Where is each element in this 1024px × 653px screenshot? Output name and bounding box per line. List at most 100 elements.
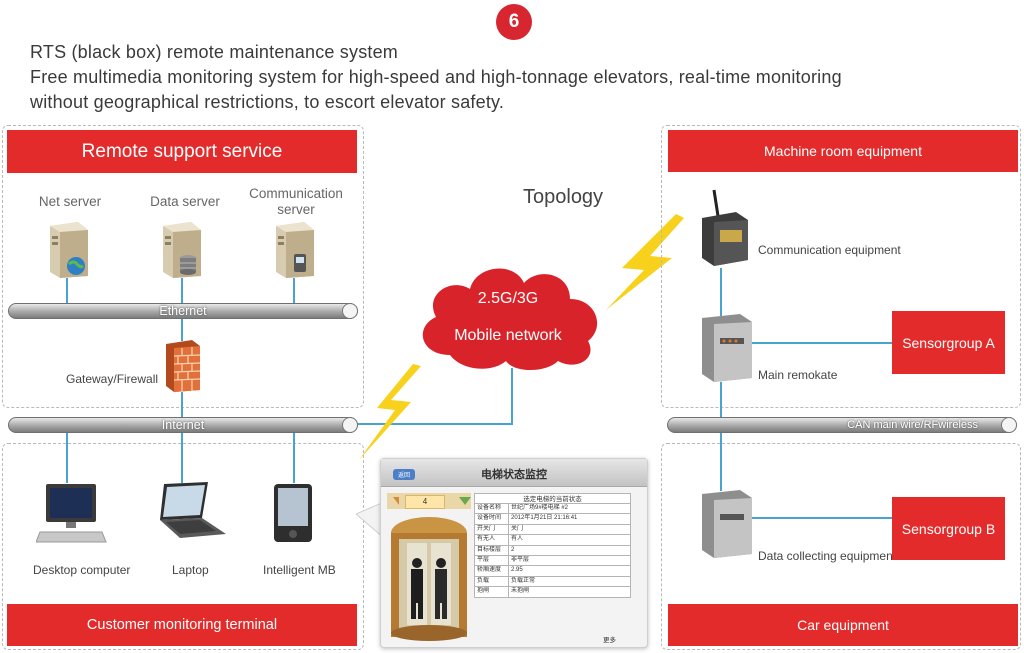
elevator-car-icon [387, 493, 471, 641]
laptop-link [181, 433, 183, 483]
can-bus-end [1001, 417, 1017, 433]
table-row: 平层非平层 [474, 555, 631, 567]
table-row: 负载负载正常 [474, 576, 631, 588]
server-database-icon [163, 222, 201, 278]
communication-equipment-icon [702, 189, 748, 266]
customer-monitoring-terminal-header: Customer monitoring terminal [7, 604, 357, 646]
panel-title: 电梯状态监控 [481, 469, 547, 481]
table-row: 开关门关门 [474, 524, 631, 536]
machine-room-equipment-header: Machine room equipment [668, 130, 1018, 172]
firewall-icon [166, 340, 201, 392]
internet-label: Internet [161, 418, 205, 432]
remokate-sensor-a-link [752, 342, 892, 344]
row-key: 有无人 [475, 535, 509, 545]
cloud-line-2: Mobile network [454, 327, 562, 344]
table-row: 有无人有人 [474, 535, 631, 546]
table-row: 抱闸未抱闸 [474, 587, 631, 598]
data-collecting-equipment-icon [702, 490, 752, 558]
ethernet-bus: Ethernet [8, 303, 358, 319]
data-server-link [181, 278, 183, 304]
server-communication-icon [276, 222, 314, 278]
internet-bus-end [342, 417, 358, 433]
intelligent-mb-label: Intelligent MB [263, 563, 336, 577]
topology-title: Topology [523, 186, 604, 208]
can-collector-link [720, 433, 722, 491]
row-key: 设备时间 [475, 514, 509, 524]
row-key: 轿厢速度 [475, 566, 509, 576]
server-globe-icon [50, 222, 88, 278]
row-value: 关门 [511, 525, 524, 532]
row-key: 抱闸 [475, 587, 509, 597]
ethernet-firewall-link [181, 319, 183, 341]
desktop-computer-icon [36, 484, 107, 543]
row-value: 2.95 [511, 567, 523, 574]
more-link[interactable]: 更多 [603, 637, 616, 644]
row-value: 世纪广场9#楼电梯 #2 [511, 505, 569, 511]
net-server-link [66, 278, 68, 304]
panel-pointer [356, 501, 384, 539]
smartphone-icon [274, 484, 312, 542]
communication-server-link [293, 278, 295, 304]
customer-terminal-zone [2, 443, 364, 650]
communication-equipment-label: Communication equipment [758, 243, 901, 257]
section-number-badge: 6 [496, 4, 532, 40]
machine-room-zone [661, 125, 1021, 408]
ethernet-bus-end [342, 303, 358, 319]
can-main-wire-bus: CAN main wire/RFwireless [667, 417, 1017, 433]
row-key: 平层 [475, 555, 509, 566]
row-value: 2 [511, 546, 515, 553]
elevator-status-panel: 返回 电梯状态监控 4 选定电梯的当前状态 设备名称世纪广场9#楼电梯 #2 设… [380, 458, 648, 648]
laptop-icon [160, 482, 226, 538]
row-value: 有人 [511, 536, 524, 543]
row-key: 目标楼层 [475, 545, 509, 555]
back-button[interactable]: 返回 [393, 469, 415, 480]
ethernet-label: Ethernet [159, 304, 207, 318]
main-remokate-label: Main remokate [758, 368, 838, 382]
sensorgroup-a-box: Sensorgroup A [892, 311, 1005, 374]
gateway-firewall-label: Gateway/Firewall [66, 372, 159, 386]
lightning-bolt-right-icon [606, 214, 684, 310]
data-server-label: Data server [150, 194, 220, 209]
remokate-can-link [720, 382, 722, 418]
collector-sensor-b-link [752, 517, 892, 519]
car-equipment-header: Car equipment [668, 604, 1018, 646]
cloud-internet-link-vertical [511, 368, 513, 424]
remote-support-zone [2, 125, 364, 408]
cloud-internet-link-horizontal [358, 423, 513, 425]
can-main-wire-label: CAN main wire/RFwireless [847, 419, 978, 431]
table-row: 设备名称世纪广场9#楼电梯 #2 [474, 504, 631, 515]
headline-line-2: Free multimedia monitoring system for hi… [30, 67, 842, 87]
firewall-internet-link [181, 392, 183, 418]
status-table-caption: 选定电梯的当前状态 [474, 493, 631, 504]
headline-title: RTS (black box) remote maintenance syste… [30, 42, 399, 62]
data-collecting-equipment-label: Data collecting equipment [758, 549, 897, 563]
floor-indicator: 4 [405, 495, 445, 509]
desktop-computer-label: Desktop computer [33, 563, 131, 577]
row-value: 非平层 [511, 556, 530, 563]
sensorgroup-b-box: Sensorgroup B [892, 497, 1005, 560]
laptop-label: Laptop [172, 563, 209, 577]
cloud-line-1: 2.5G/3G [477, 290, 539, 307]
internet-bus: Internet [8, 417, 358, 433]
row-key: 设备名称 [475, 504, 509, 514]
desktop-link [66, 433, 68, 483]
mobile-link [293, 433, 295, 483]
row-key: 负载 [475, 576, 509, 587]
mobile-network-cloud-icon [422, 268, 598, 370]
row-key: 开关门 [475, 524, 509, 535]
communication-server-label: Communication server [249, 186, 343, 217]
lightning-bolt-left-icon [359, 364, 421, 460]
main-remokate-icon [702, 314, 752, 382]
row-value: 未抱闸 [511, 588, 530, 595]
comm-main-link [720, 268, 722, 316]
car-equipment-zone [661, 443, 1021, 650]
net-server-label: Net server [38, 194, 102, 209]
headline-line-3: without geographical restrictions, to es… [30, 92, 505, 112]
remote-support-service-header: Remote support service [7, 130, 357, 173]
panel-header: 返回 电梯状态监控 [381, 459, 647, 487]
row-value: 负载正常 [511, 577, 536, 584]
